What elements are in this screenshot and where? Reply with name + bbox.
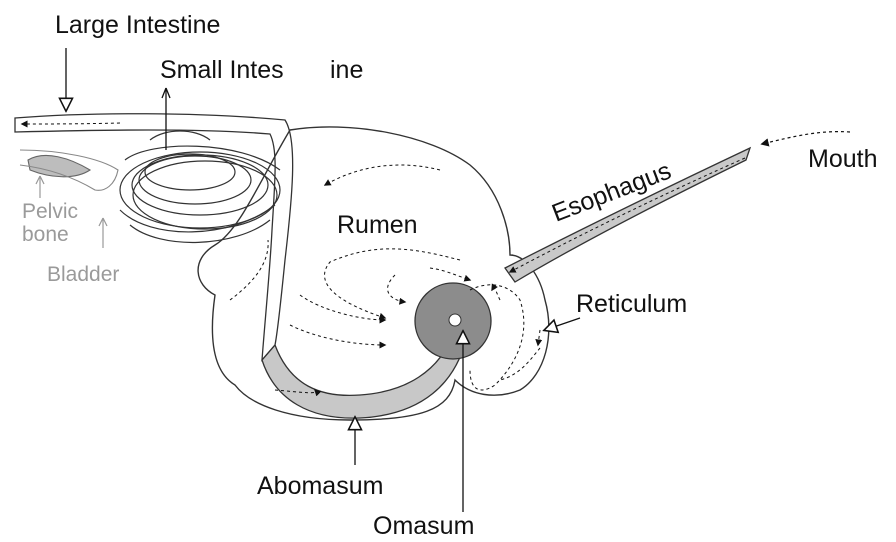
label-bladder: Bladder [47,263,119,286]
label-rumen: Rumen [337,211,418,239]
pointer-lines [66,48,580,512]
omasum-center [449,314,461,326]
label-small-intestine-tail: ine [330,56,363,84]
label-bone: bone [22,223,69,246]
label-omasum: Omasum [373,512,474,540]
label-small-intestine: Small Intes [160,56,284,84]
label-abomasum: Abomasum [257,472,383,500]
mouth-flow-arrow [762,132,850,144]
label-large-intestine: Large Intestine [55,11,220,39]
label-pelvic: Pelvic [22,200,78,223]
small-intestine-coils [120,131,280,242]
esophagus-tube [505,148,750,282]
rumen-outline [198,127,549,420]
label-mouth: Mouth [808,145,877,173]
label-reticulum: Reticulum [576,290,687,318]
